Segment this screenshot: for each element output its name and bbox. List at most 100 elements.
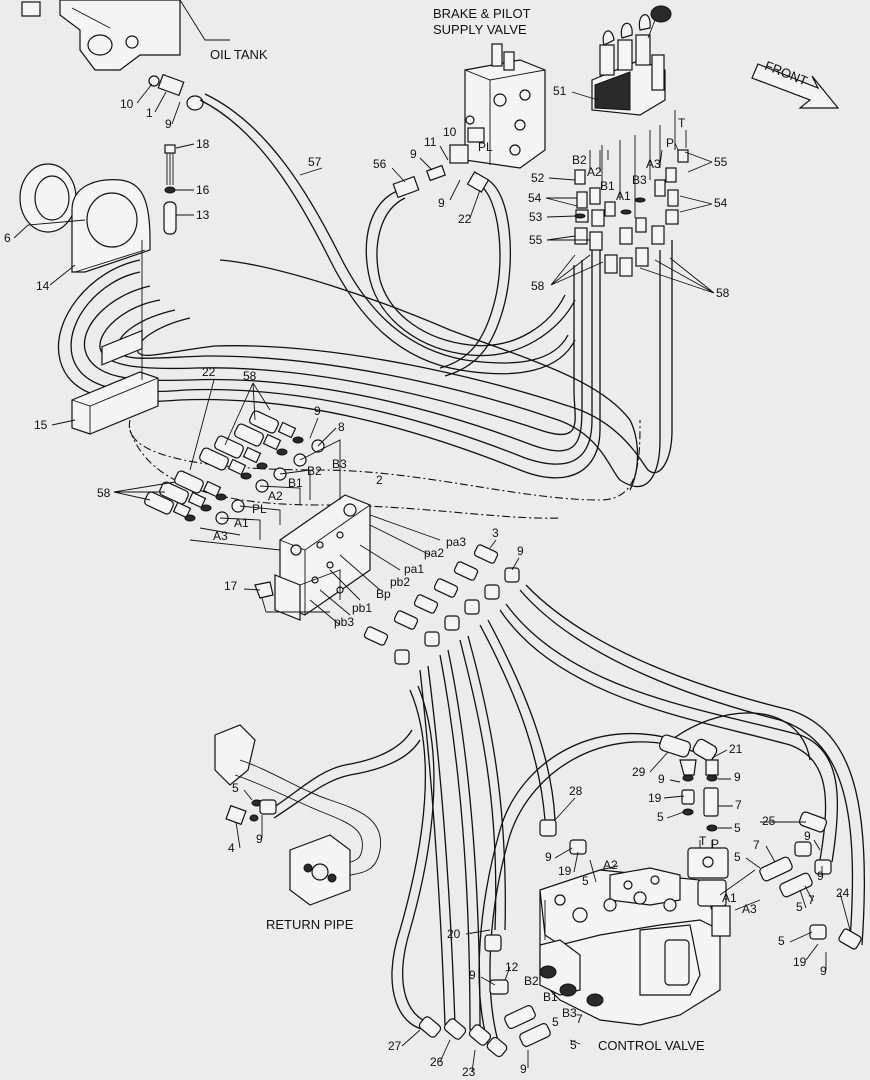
label-A1b: A1: [234, 516, 249, 530]
return-fitting-4: [225, 799, 277, 826]
label-55b: 55: [529, 233, 543, 247]
label-54b: 54: [714, 196, 728, 210]
brake-pilot-supply-valve: [449, 43, 546, 169]
label-10: 10: [120, 97, 134, 111]
label-5a: 5: [657, 810, 664, 824]
label-9e: 9: [517, 544, 524, 558]
label-7: 7: [735, 798, 742, 812]
label-26: 26: [430, 1055, 444, 1069]
label-58b: 58: [716, 286, 730, 300]
label-A3: A3: [646, 157, 661, 171]
label-9l: 9: [820, 964, 827, 978]
label-3: 3: [492, 526, 499, 540]
label-8: 8: [338, 420, 345, 434]
label-B1c: B1: [543, 990, 558, 1004]
label-5c: 5: [232, 781, 239, 795]
label-PLb: PL: [252, 502, 267, 516]
label-Bp: Bp: [376, 587, 391, 601]
label-9d: 9: [314, 404, 321, 418]
label-B2b: B2: [307, 464, 322, 478]
label-B1: B1: [600, 179, 615, 193]
label-9j: 9: [804, 829, 811, 843]
label-25: 25: [762, 814, 776, 828]
label-B1b: B1: [288, 476, 303, 490]
lower-hoses: [391, 584, 866, 1051]
hose-22-top: [439, 184, 501, 369]
label-7d: 7: [576, 1012, 583, 1026]
label-27: 27: [388, 1039, 402, 1053]
label-B3b: B3: [332, 457, 347, 471]
label-PL: PL: [478, 140, 493, 154]
label-pb3: pb3: [334, 615, 354, 629]
part-labels: 10 1 9 18 16 13 6 14 57 56 11 10 9 9 PL …: [4, 84, 850, 1079]
label-B3c: B3: [562, 1006, 577, 1020]
bolt-17: [254, 581, 330, 613]
label-12: 12: [505, 960, 519, 974]
label-A2b: A2: [268, 489, 283, 503]
label-22b: 22: [202, 365, 216, 379]
label-11: 11: [424, 135, 437, 149]
label-9c: 9: [438, 196, 445, 210]
label-58d: 58: [97, 486, 111, 500]
bolt-18: [163, 144, 177, 235]
front-arrow: [751, 63, 840, 109]
label-16: 16: [196, 183, 210, 197]
fittings-3-row: [363, 544, 520, 665]
label-5b: 5: [734, 821, 741, 835]
pilot-fittings-stack: [574, 149, 689, 277]
label-18: 18: [196, 137, 210, 151]
label-A3b: A3: [213, 529, 228, 543]
label-2: 2: [376, 473, 383, 487]
control-valve: [539, 847, 731, 1026]
label-9b: 9: [410, 147, 417, 161]
label-leaders: [13, 83, 851, 1073]
label-19b: 19: [558, 864, 572, 878]
label-A1: A1: [616, 189, 631, 203]
label-P2: P: [711, 837, 719, 851]
seal-ring-6: [19, 163, 77, 233]
label-5g: 5: [778, 934, 785, 948]
control-valve-caption: CONTROL VALVE: [598, 1038, 705, 1053]
label-5f: 5: [796, 900, 803, 914]
label-5i: 5: [570, 1038, 577, 1052]
junction-plate-2: [274, 494, 371, 621]
hose-bundle: [57, 240, 673, 519]
oil-tank-caption: OIL TANK: [210, 47, 268, 62]
label-58: 58: [531, 279, 545, 293]
brake-pilot-caption-1: BRAKE & PILOT: [433, 6, 531, 21]
tank-fitting: [148, 73, 204, 111]
label-pb2: pb2: [390, 575, 410, 589]
label-58c: 58: [243, 369, 257, 383]
label-55: 55: [714, 155, 728, 169]
label-B2c: B2: [524, 974, 539, 988]
label-9f: 9: [658, 772, 665, 786]
label-57: 57: [308, 155, 322, 169]
label-T2: T: [699, 834, 707, 848]
label-10b: 10: [443, 125, 457, 139]
label-21: 21: [729, 742, 743, 756]
label-9h: 9: [256, 832, 263, 846]
hose-56: [365, 189, 576, 357]
brake-pilot-caption-2: SUPPLY VALVE: [433, 22, 527, 37]
label-53: 53: [529, 210, 543, 224]
label-14: 14: [36, 279, 50, 293]
label-7c: 7: [808, 893, 815, 907]
label-pa2: pa2: [424, 546, 444, 560]
label-19c: 19: [793, 955, 807, 969]
label-A2c: A2: [603, 858, 618, 872]
label-19: 19: [648, 791, 662, 805]
label-1: 1: [146, 106, 153, 120]
label-20: 20: [447, 927, 461, 941]
label-A3c: A3: [742, 902, 757, 916]
label-A2: A2: [587, 165, 602, 179]
hose-clamp-15: [71, 240, 159, 435]
control-valve-fittings-right: [418, 734, 862, 1058]
oil-tank: [21, 0, 230, 71]
label-pa3: pa3: [446, 535, 466, 549]
label-T: T: [678, 116, 686, 130]
label-17: 17: [224, 579, 238, 593]
label-5d: 5: [582, 874, 589, 888]
label-52: 52: [531, 171, 545, 185]
label-15: 15: [34, 418, 48, 432]
